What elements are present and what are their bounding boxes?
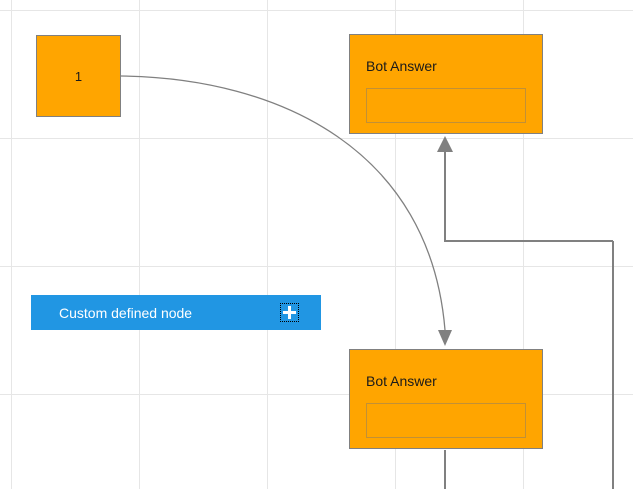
grid-line-vertical [267, 0, 268, 489]
grid-line-horizontal [0, 138, 633, 139]
grid-line-horizontal [0, 394, 633, 395]
node-bot-answer-bottom[interactable]: Bot Answer [349, 349, 543, 449]
node-bot-answer-bottom-field[interactable] [366, 403, 526, 438]
plus-icon-vertical-bar [288, 306, 291, 319]
node-bot-answer-bottom-title: Bot Answer [366, 373, 437, 389]
grid-line-horizontal [0, 266, 633, 267]
grid-line-horizontal [0, 10, 633, 11]
node-bot-answer-top-title: Bot Answer [366, 58, 437, 74]
custom-defined-node-bar[interactable]: Custom defined node [31, 295, 321, 330]
node-bot-answer-top-field[interactable] [366, 88, 526, 123]
grid-line-vertical [139, 0, 140, 489]
node-start[interactable]: 1 [36, 35, 121, 117]
custom-defined-node-label: Custom defined node [59, 304, 193, 321]
plus-icon[interactable] [280, 303, 299, 322]
node-start-label: 1 [74, 68, 83, 84]
node-bot-answer-top[interactable]: Bot Answer [349, 34, 543, 134]
grid-line-vertical [11, 0, 12, 489]
grid-line-vertical [523, 0, 524, 489]
